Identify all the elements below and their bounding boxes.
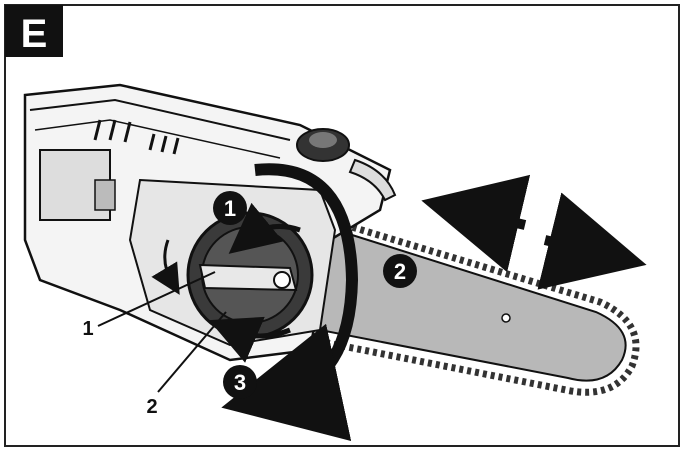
svg-text:1: 1: [224, 196, 236, 221]
svg-text:2: 2: [394, 259, 406, 284]
step-badge-1: 1: [213, 191, 247, 225]
step-badge-2: 2: [383, 254, 417, 288]
bar-hole: [501, 313, 511, 323]
bar-movement-arrows: [421, 174, 647, 290]
saw-chain: [311, 214, 640, 396]
svg-text:3: 3: [234, 370, 246, 395]
callout-2: 2: [146, 396, 157, 418]
callout-1: 1: [82, 318, 93, 340]
rotation-arrow: [221, 163, 359, 442]
step-badge-3: 3: [223, 365, 257, 399]
section-badge: [5, 5, 63, 57]
section-letter: E: [21, 12, 48, 56]
loosen-arrow: [228, 202, 301, 254]
callout-line-1: [97, 271, 216, 327]
tighten-arrow: [209, 316, 291, 363]
callout-line-2: [157, 311, 227, 393]
